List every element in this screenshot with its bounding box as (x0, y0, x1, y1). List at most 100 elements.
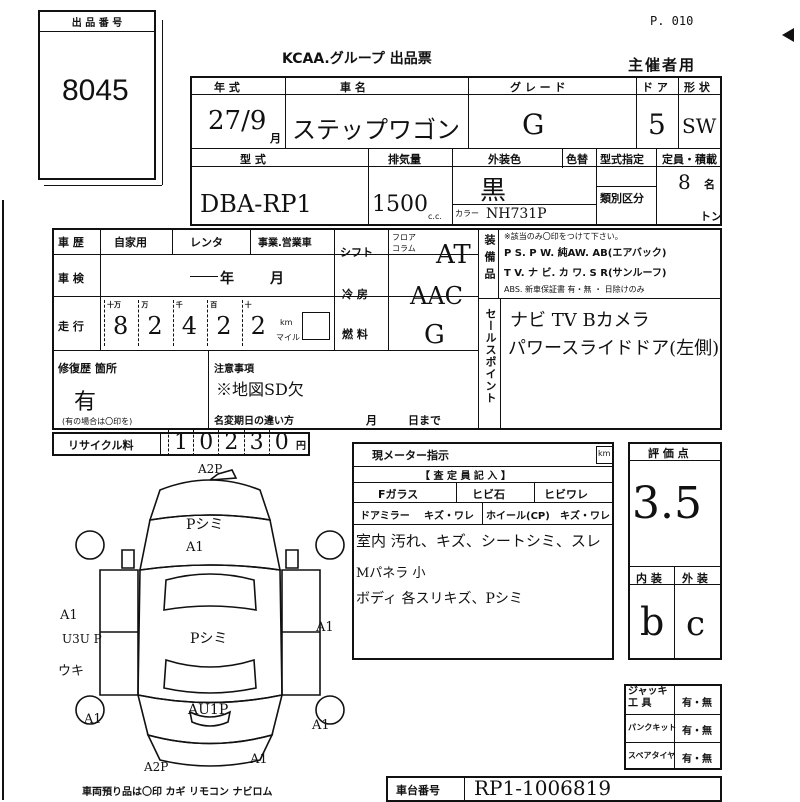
repair-note: (有の場合は〇印を) (62, 417, 133, 426)
mileage-unit-label: 百 (210, 301, 218, 309)
recycle-digit: 0 (268, 430, 294, 456)
ac-label: 冷 房 (342, 288, 368, 301)
inspector-block (352, 442, 614, 660)
wheel-option: キズ・ワレ (560, 511, 610, 522)
mileage-digit-cell: 十万 8 (104, 300, 138, 346)
body-label: 形 状 (684, 81, 710, 94)
mirror-label: ドアミラー (360, 511, 410, 522)
exterior-label: 外 装 (682, 572, 708, 585)
repair-label: 修復歴 箇所 (58, 362, 117, 375)
mileage-unit-label: 十万 (107, 301, 121, 309)
lot-number-label: 出 品 番 号 (40, 12, 154, 32)
equipment-line2: T V. ナ ビ. カ ワ. S R(サンルーフ) (504, 268, 667, 279)
displacement-unit: c.c. (428, 212, 442, 221)
meter-unit: km (598, 449, 611, 458)
caution-label: 注意事項 (214, 364, 254, 375)
score-value: 3.5 (632, 478, 702, 529)
mark-bottom-right: A1 (250, 752, 268, 767)
sales-point-line1: ナビ TV Bカメラ (510, 310, 650, 331)
fuel-value: G (424, 320, 445, 350)
year-suffix: 月 (270, 132, 281, 145)
mileage-digit: 2 (216, 312, 232, 340)
wheel-label: ホイール(CP) (486, 511, 550, 522)
scan-edge-line (2, 200, 4, 800)
inspector-note-1: 室内 汚れ、キズ、シートシミ、スレ (356, 532, 601, 550)
mileage-unit-label: 十 (244, 301, 252, 309)
puncture-value[interactable]: 有・無 (682, 726, 712, 737)
first-reg-label: 型式指定 (600, 153, 644, 166)
name-change-label: 名変期日の違い方 (214, 416, 294, 427)
car-damage-diagram (75, 469, 345, 767)
inspection-year: 年 (220, 271, 234, 287)
mileage-digit: 2 (250, 312, 266, 340)
mark-front-top: A2P (198, 462, 223, 476)
capacity-label: 定員・積載 (662, 153, 717, 166)
recycle-digit: 0 (193, 430, 218, 456)
recycle-digit: 2 (218, 430, 243, 456)
mark-rear-left: A1 (84, 712, 102, 727)
model-label: 型 式 (240, 153, 266, 166)
equipment-line1: P S. P W. 純AW. AB(エアバック) (504, 248, 667, 259)
displacement-value: 1500 (372, 192, 428, 217)
mark-left-u: U3U P (62, 632, 102, 646)
mark-roof: Pシミ (190, 631, 228, 647)
form-title: KCAA.グループ 出品票 (282, 51, 432, 67)
crack-label: ヒビワレ (544, 488, 588, 501)
doors-label: ド ア (642, 81, 668, 94)
recycle-digit: 3 (243, 430, 269, 456)
equipment-line3: ABS. 新車保証書 有・無 ・ 日除けのみ (504, 285, 645, 294)
lot-number-box: 出 品 番 号 8045 (38, 10, 156, 180)
vehicle-info-block (190, 76, 722, 226)
mileage-unit-km: km (280, 318, 293, 327)
glass-label: Fガラス (378, 488, 419, 501)
mirror-option: キズ・ワレ (424, 511, 474, 522)
color-code-label: カラー (455, 209, 479, 218)
mileage-label: 走 行 (58, 320, 84, 333)
year-label: 年 式 (214, 81, 240, 94)
shift-label: シフト (340, 246, 373, 259)
grade-label: グ レ ー ド (510, 81, 566, 94)
sales-point-label: セールスポイント (484, 308, 497, 404)
fuel-label: 燃 料 (342, 328, 368, 341)
copy-label: 主催者用 (628, 56, 697, 74)
spare-value[interactable]: 有・無 (682, 754, 712, 765)
mark-left-w: ウキ (58, 664, 85, 679)
score-block (628, 442, 722, 660)
inspection-month: 月 (270, 271, 284, 287)
usage-block (52, 228, 722, 430)
sales-point-line2: パワースライドドア(左側) (508, 338, 720, 359)
inspector-note-2: Mパネラ 小 (356, 566, 426, 581)
mileage-digit: 8 (113, 312, 129, 340)
usage-private[interactable]: 自家用 (114, 236, 147, 249)
grade-value: G (522, 108, 545, 141)
vehicle-hist-label: 車 歴 (58, 236, 84, 249)
shift-options: フロア コラム (392, 233, 416, 253)
scan-mark (782, 28, 794, 42)
usage-rental[interactable]: レンタ (190, 236, 223, 249)
color-no-label: 色替 (566, 153, 588, 166)
recycle-block (52, 432, 310, 456)
recycle-digit: 1 (168, 430, 193, 456)
capacity-value: 8 (678, 170, 691, 194)
inspection-label: 車 検 (58, 272, 84, 285)
mileage-digit: 2 (147, 312, 163, 340)
footer-note: 車両預り品は〇印 カギ リモコン ナビロム (82, 787, 273, 798)
chassis-value: RP1-1006819 (474, 776, 612, 800)
mark-right-a1: A1 (316, 620, 334, 635)
equipment-label: 装 備 品 (483, 234, 496, 280)
exterior-value: c (686, 604, 706, 644)
usage-business[interactable]: 事業.営業車 (258, 238, 312, 249)
name-change-month: 月 (366, 414, 377, 427)
repair-value: 有 (74, 390, 97, 415)
chassis-block (386, 776, 722, 802)
shift-value: AT (436, 240, 471, 270)
jack-value[interactable]: 有・無 (682, 698, 712, 709)
mark-rear-right: A1 (312, 718, 330, 733)
mark-rear: AU1P (188, 702, 229, 718)
color-code-value: NH731P (486, 206, 547, 222)
